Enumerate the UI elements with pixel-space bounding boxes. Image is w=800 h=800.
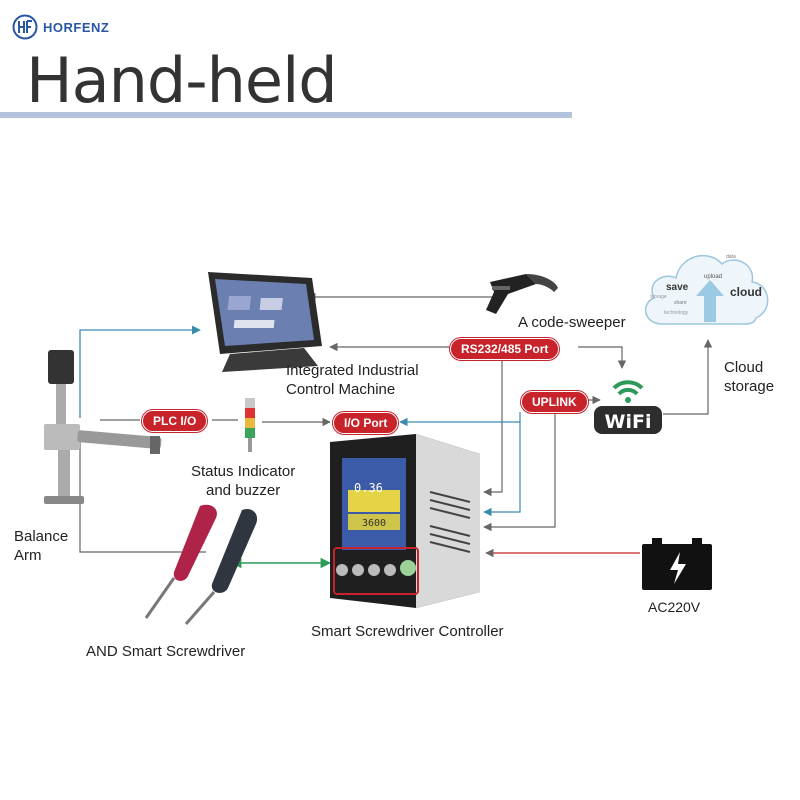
- cloud-word-share: share: [674, 300, 687, 306]
- controller-readout-mid: 3600: [362, 518, 386, 529]
- cloud-word-upload: upload: [704, 274, 722, 280]
- balance-arm-image: [44, 350, 162, 504]
- brand-name: HORFENZ: [43, 19, 110, 35]
- wifi-text: WiFi: [605, 411, 652, 433]
- balance-arm-label: Balance Arm: [14, 528, 69, 564]
- controller-image: 0.36 3600: [330, 434, 480, 608]
- code-sweeper-image: [486, 274, 558, 314]
- screwdriver-image: [144, 504, 258, 625]
- industrial-pc-label: Integrated Industrial Control Machine: [286, 362, 419, 398]
- wifi-icon: WiFi: [594, 380, 662, 434]
- cloud-word-save: save: [666, 282, 689, 293]
- title-underline: [0, 112, 572, 118]
- battery-icon: [642, 538, 712, 590]
- rs232-port-badge: RS232/485 Port: [450, 338, 560, 360]
- brand-logo: HORFENZ: [12, 14, 109, 40]
- cloud-word-technology: technology: [664, 310, 689, 316]
- cloud-storage-label: Cloud storage: [724, 359, 775, 395]
- screwdriver-label: AND Smart Screwdriver: [86, 643, 246, 660]
- page-title: Hand-held: [26, 44, 338, 117]
- cloud-word-data: data: [726, 254, 736, 260]
- io-port-badge: I/O Port: [333, 412, 399, 434]
- hf-logo-icon: [12, 14, 38, 40]
- industrial-pc-image: [208, 272, 322, 372]
- code-sweeper-label: A code-sweeper: [518, 314, 626, 331]
- cloud-word-storage: storage: [650, 294, 667, 300]
- controller-label: Smart Screwdriver Controller: [311, 623, 504, 640]
- cloud-icon: save cloud upload data share storage tec…: [644, 254, 769, 325]
- plc-io-badge: PLC I/O: [142, 410, 208, 432]
- uplink-badge: UPLINK: [521, 391, 588, 413]
- status-indicator-label: Status Indicator and buzzer: [191, 463, 296, 499]
- controller-readout-top: 0.36: [354, 481, 383, 495]
- power-label: AC220V: [648, 599, 701, 615]
- cloud-word-cloud: cloud: [730, 285, 762, 299]
- status-light-image: [245, 398, 255, 452]
